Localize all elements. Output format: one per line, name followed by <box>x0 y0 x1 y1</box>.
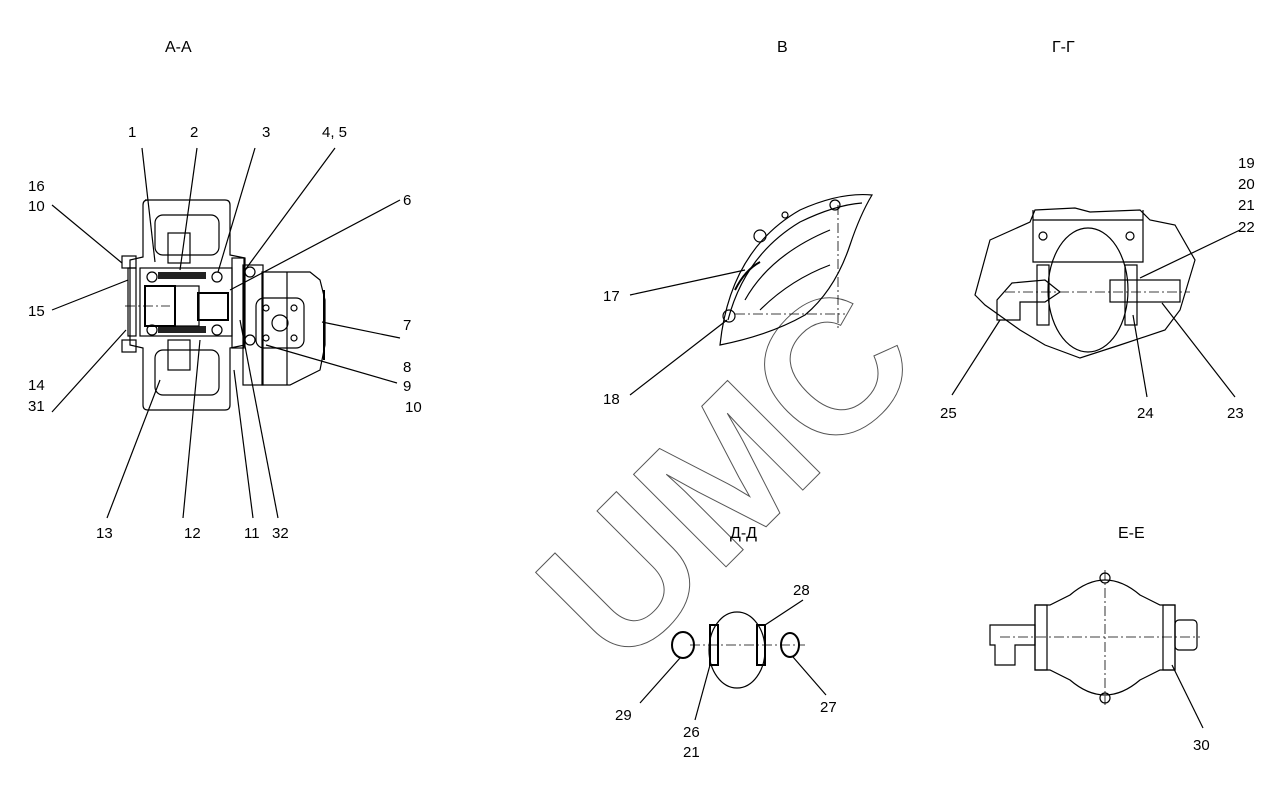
callout-28: 28 <box>793 582 810 599</box>
callout-13: 13 <box>96 525 113 542</box>
callout-16: 16 <box>28 178 45 195</box>
callout-10: 10 <box>28 198 45 215</box>
callout-1: 1 <box>128 124 136 141</box>
callout-21-dd: 21 <box>683 744 700 761</box>
callout-3: 3 <box>262 124 270 141</box>
callout-9: 9 <box>403 378 411 395</box>
callout-30: 30 <box>1193 737 1210 754</box>
callout-26: 26 <box>683 724 700 741</box>
callout-25: 25 <box>940 405 957 422</box>
callout-27: 27 <box>820 699 837 716</box>
section-aa-drawing <box>51 147 401 519</box>
callout-23: 23 <box>1227 405 1244 422</box>
section-gg-drawing <box>951 207 1241 398</box>
view-b-drawing <box>629 193 874 396</box>
callout-6: 6 <box>403 192 411 209</box>
view-title-dd: Д-Д <box>730 525 757 542</box>
callout-18: 18 <box>603 391 620 408</box>
view-title-b: В <box>777 39 788 56</box>
view-title-gg: Г-Г <box>1052 39 1075 56</box>
callout-31: 31 <box>28 398 45 415</box>
callout-29: 29 <box>615 707 632 724</box>
section-ee-drawing <box>989 570 1204 729</box>
callout-10-b: 10 <box>405 399 422 416</box>
callout-32: 32 <box>272 525 289 542</box>
callout-2: 2 <box>190 124 198 141</box>
watermark: UMC <box>499 246 955 702</box>
callout-11: 11 <box>244 525 260 542</box>
callout-15: 15 <box>28 303 45 320</box>
section-dd-drawing <box>639 599 827 721</box>
callout-24: 24 <box>1137 405 1154 422</box>
callout-12: 12 <box>184 525 201 542</box>
callout-20: 20 <box>1238 176 1255 193</box>
callout-4-5: 4, 5 <box>322 124 347 141</box>
callout-19: 19 <box>1238 155 1255 172</box>
callout-22: 22 <box>1238 219 1255 236</box>
callout-7: 7 <box>403 317 411 334</box>
callout-21: 21 <box>1238 197 1255 214</box>
view-title-ee: Е-Е <box>1118 525 1145 542</box>
view-title-aa: А-А <box>165 39 192 56</box>
callout-17: 17 <box>603 288 620 305</box>
section-aa-labels: 1 2 3 4, 5 16 10 6 15 7 8 9 10 14 31 13 … <box>28 124 422 542</box>
callout-8: 8 <box>403 359 411 376</box>
callout-14: 14 <box>28 377 45 394</box>
